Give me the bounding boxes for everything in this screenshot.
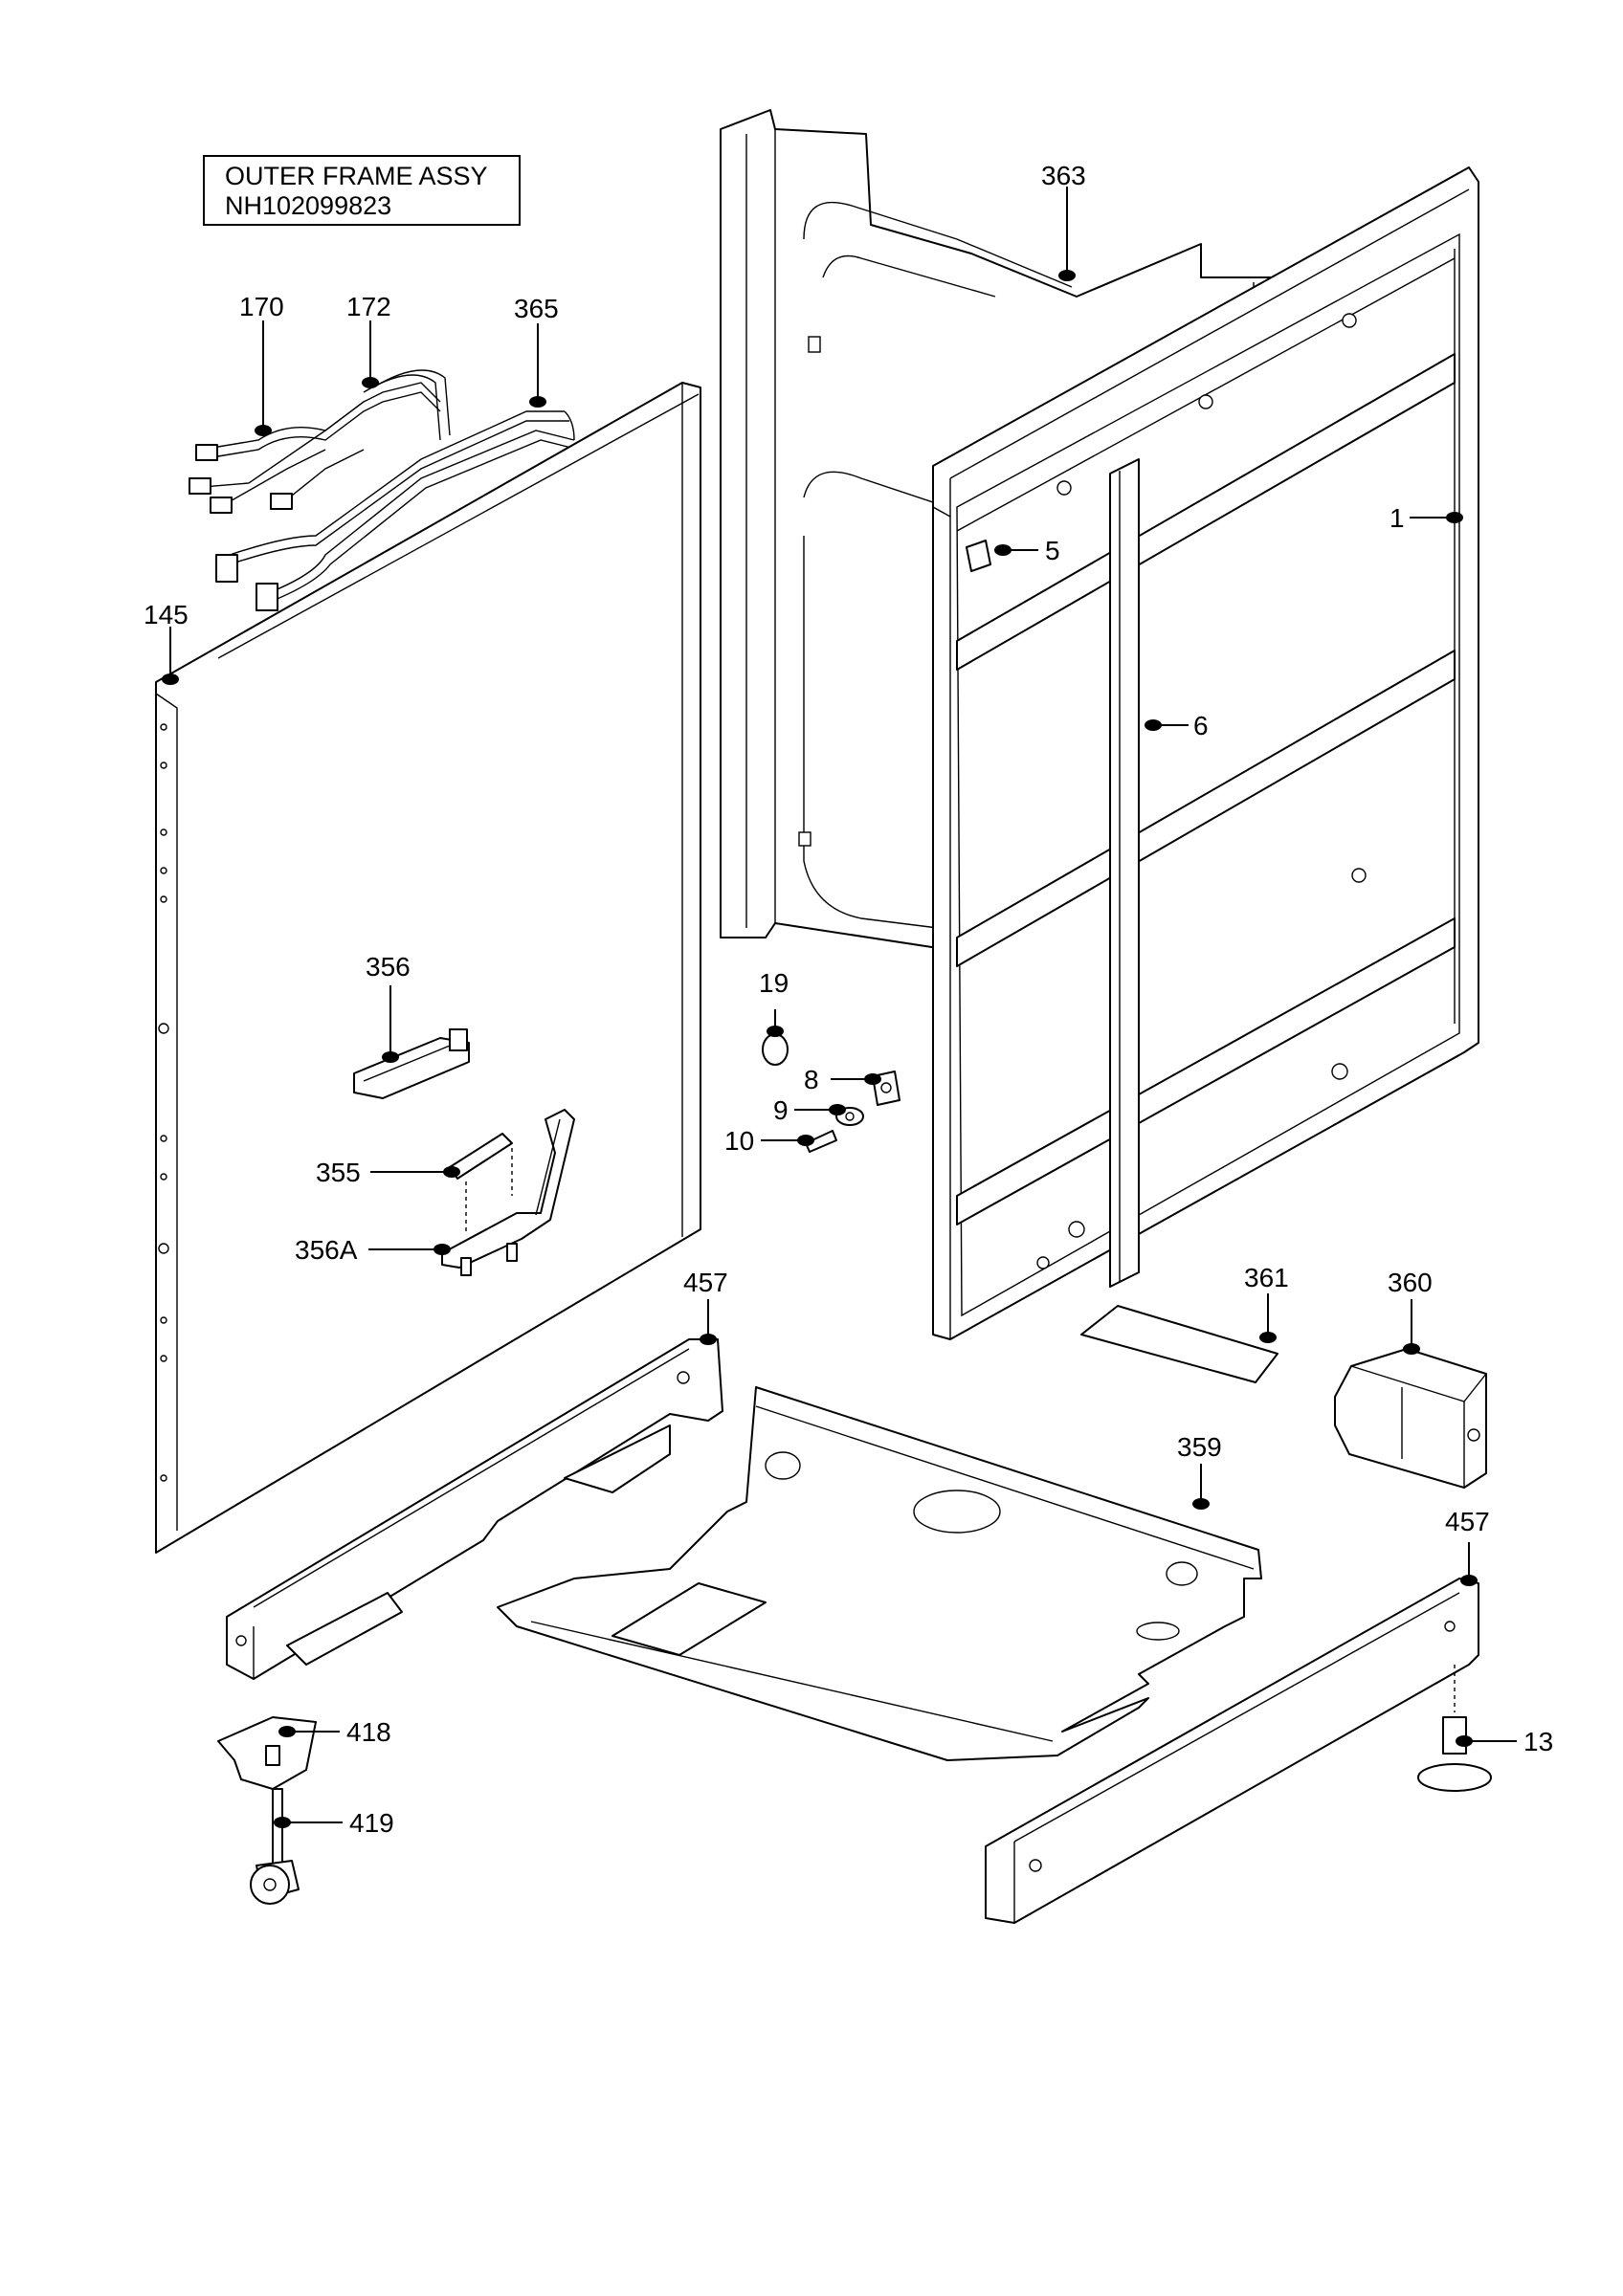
callout-1: 1 <box>1390 503 1405 533</box>
bracket-5 <box>966 540 991 572</box>
callout-363: 363 <box>1041 161 1086 190</box>
title-line-2: NH102099823 <box>225 191 391 220</box>
callout-13: 13 <box>1523 1727 1553 1756</box>
callout-356: 356 <box>366 952 411 982</box>
hardware-group <box>762 1033 900 1153</box>
callout-361: 361 <box>1244 1263 1289 1292</box>
callout-8: 8 <box>804 1065 819 1094</box>
callout-360: 360 <box>1388 1268 1433 1297</box>
left-base-rail <box>226 1338 723 1680</box>
callout-19: 19 <box>759 968 789 998</box>
leveling-foot <box>1417 1665 1492 1792</box>
callout-9: 9 <box>773 1095 789 1125</box>
callouts: 363 170 172 365 1 5 145 6 356 19 8 <box>144 161 1553 1838</box>
callout-457-left: 457 <box>683 1268 728 1297</box>
callout-419: 419 <box>349 1808 394 1838</box>
callout-365: 365 <box>514 294 559 323</box>
title-box: OUTER FRAME ASSY NH102099823 <box>203 155 521 226</box>
title-line-1: OUTER FRAME ASSY <box>225 162 488 190</box>
hinge-assembly <box>441 1109 575 1276</box>
bracket-356 <box>353 1028 470 1099</box>
box-360 <box>1334 1348 1487 1489</box>
callout-355: 355 <box>316 1158 361 1187</box>
callout-359: 359 <box>1177 1432 1222 1462</box>
bracket-361 <box>1080 1305 1278 1383</box>
front-frame <box>932 166 1479 1340</box>
callout-145: 145 <box>144 600 189 629</box>
callout-10: 10 <box>724 1126 754 1156</box>
callout-170: 170 <box>239 292 284 321</box>
caster-bracket <box>217 1716 317 1790</box>
callout-356A: 356A <box>295 1235 358 1265</box>
callout-6: 6 <box>1193 711 1209 740</box>
caster-wheel <box>250 1788 300 1905</box>
callout-172: 172 <box>346 292 391 321</box>
wire-harness-group <box>189 369 580 611</box>
base-plate <box>497 1386 1262 1761</box>
callout-5: 5 <box>1045 536 1060 565</box>
vertical-rail <box>1109 458 1140 1288</box>
callout-418: 418 <box>346 1717 391 1747</box>
callout-457-right: 457 <box>1445 1507 1490 1536</box>
side-panel <box>155 382 701 1554</box>
